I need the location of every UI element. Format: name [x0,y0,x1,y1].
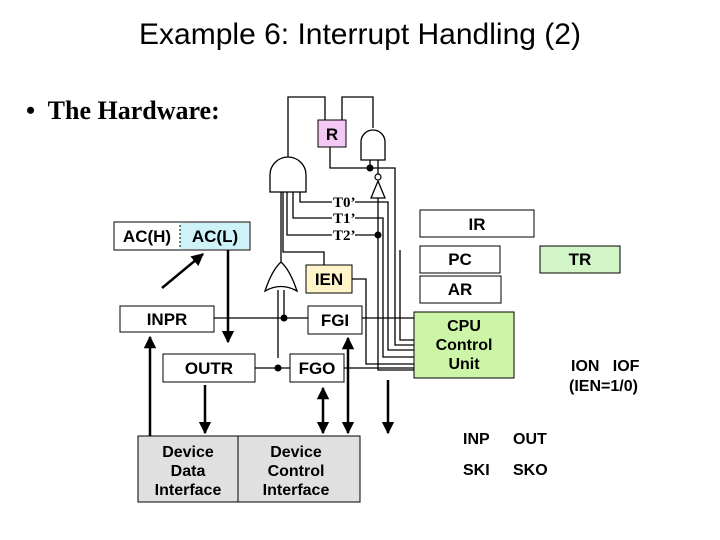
device-data-line3: Interface [155,482,222,499]
register-tr [539,245,621,274]
device-control-interface [237,435,361,503]
junction-dot [366,164,374,172]
timing-t2: T2’ [333,228,356,244]
junction-dot [274,364,282,372]
wire-ien-cpu [352,278,418,365]
not-gate-icon [370,173,386,199]
device-control-line3: Interface [263,482,330,499]
register-ien [305,264,353,294]
timing-t0: T0’ [333,195,356,211]
cpu-label-line1: CPU [447,318,481,335]
device-control-line1: Device [270,444,322,461]
register-fgi-label: FGI [321,311,349,330]
inp-label: INP [463,431,490,448]
wire-r-loop [341,96,374,128]
register-outr [162,353,256,383]
register-ac-low [180,223,249,249]
junction-dot [280,314,288,322]
or-gate-icon [263,261,299,293]
timing-t1: T1’ [333,211,356,227]
register-inpr [119,305,215,333]
arrow-inpr-to-acl [161,253,204,289]
register-ir [419,209,535,238]
register-ar-label: AR [448,280,473,299]
cpu-control-unit [413,311,515,379]
register-tr-label: TR [569,250,592,269]
device-data-line2: Data [171,463,206,480]
slide-title: Example 6: Interrupt Handling (2) [139,18,581,51]
register-ac-l-label: AC(L) [192,227,238,246]
wire-t0 [299,190,332,203]
wire-t0-cpu [355,201,418,351]
bullet-marker: • [26,96,36,125]
ski-label: SKI [463,462,490,479]
ion-iof-label: ION IOF [571,358,640,375]
register-fgo-label: FGO [299,359,336,378]
register-pc-label: PC [448,250,472,269]
bullet-text: The Hardware: [47,96,220,125]
bullet-heading: • The Hardware: [26,96,220,126]
and-gate-right-icon [360,129,386,161]
wire-t1 [292,190,332,219]
register-ac-h-label: AC(H) [123,227,171,246]
cpu-label-line3: Unit [448,356,480,373]
register-fgi [307,305,363,335]
register-ien-label: IEN [315,270,343,289]
sko-label: SKO [513,462,548,479]
wire-r-to-cpu [329,147,418,346]
wire-and-to-r [287,96,326,162]
wire-ien-and [282,190,325,265]
out-label: OUT [513,431,547,448]
wire-bus [399,250,418,341]
ien-note-label: (IEN=1/0) [569,378,638,395]
wire-t1-cpu [355,217,418,358]
junction-dots [274,164,382,372]
wire-t2 [286,190,332,236]
register-r [317,119,347,148]
register-outr-label: OUTR [185,359,233,378]
junction-dot [374,231,382,239]
register-inpr-label: INPR [147,310,188,329]
data-arrows [143,250,395,436]
register-fgo [289,353,345,383]
register-ar [419,275,502,304]
device-control-line2: Control [268,463,325,480]
register-r-label: R [326,125,338,144]
cpu-label-line2: Control [436,337,493,354]
register-pc [419,245,501,274]
wires [214,96,418,371]
register-ir-label: IR [469,215,486,234]
wire-not-to-cpu [377,198,418,371]
and-gate-left-icon [269,156,307,193]
device-data-line1: Device [162,444,214,461]
